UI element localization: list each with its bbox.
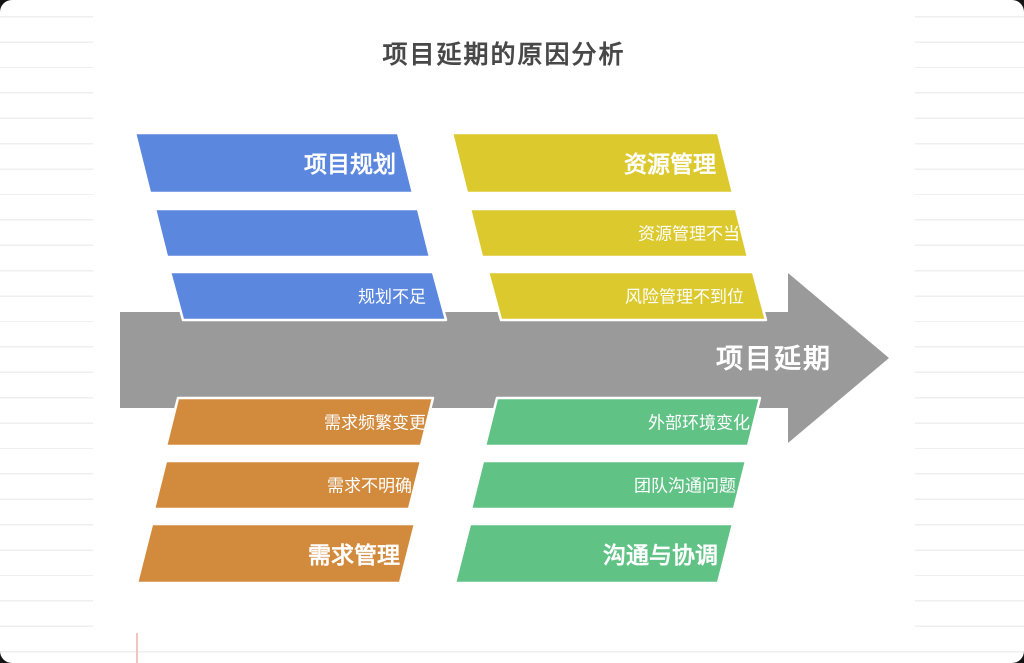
cause-label-requirements-header: 需求管理 xyxy=(308,542,400,568)
cause-shape-requirements-header[interactable] xyxy=(135,522,417,585)
cause-shape-requirements-row1[interactable] xyxy=(164,396,435,448)
cause-shape-communication-header[interactable] xyxy=(453,522,735,585)
cause-label-communication-row1: 外部环境变化 xyxy=(648,414,750,433)
cause-label-planning-row2: 规划不足 xyxy=(358,288,426,307)
cause-shape-resources-row1[interactable] xyxy=(468,207,750,259)
cause-shape-resources-row2[interactable] xyxy=(486,270,768,322)
cause-label-resources-row2: 风险管理不到位 xyxy=(625,288,744,307)
cause-label-planning-header: 项目规划 xyxy=(304,151,396,177)
cause-label-requirements-row1: 需求频繁变更 xyxy=(324,414,426,433)
cause-label-resources-header: 资源管理 xyxy=(624,151,716,177)
cause-shape-communication-row2[interactable] xyxy=(469,459,748,511)
effect-label: 项目延期 xyxy=(716,344,832,374)
cause-shape-communication-row1[interactable] xyxy=(483,396,762,448)
cause-label-communication-row2: 团队沟通问题 xyxy=(634,477,736,496)
page-marker-tick xyxy=(136,633,138,663)
cause-label-requirements-row2: 需求不明确 xyxy=(327,477,412,496)
cause-label-resources-row1: 资源管理不当 xyxy=(638,225,740,244)
cause-shape-planning-row1[interactable] xyxy=(153,207,432,259)
cause-shape-requirements-row2[interactable] xyxy=(152,459,423,511)
diagram-title: 项目延期的原因分析 xyxy=(382,41,626,69)
cause-shape-planning-row2[interactable] xyxy=(168,270,448,322)
cause-shape-resources-header[interactable] xyxy=(450,131,735,195)
cause-shape-planning-header[interactable] xyxy=(133,131,415,195)
cause-label-communication-header: 沟通与协调 xyxy=(603,542,718,568)
